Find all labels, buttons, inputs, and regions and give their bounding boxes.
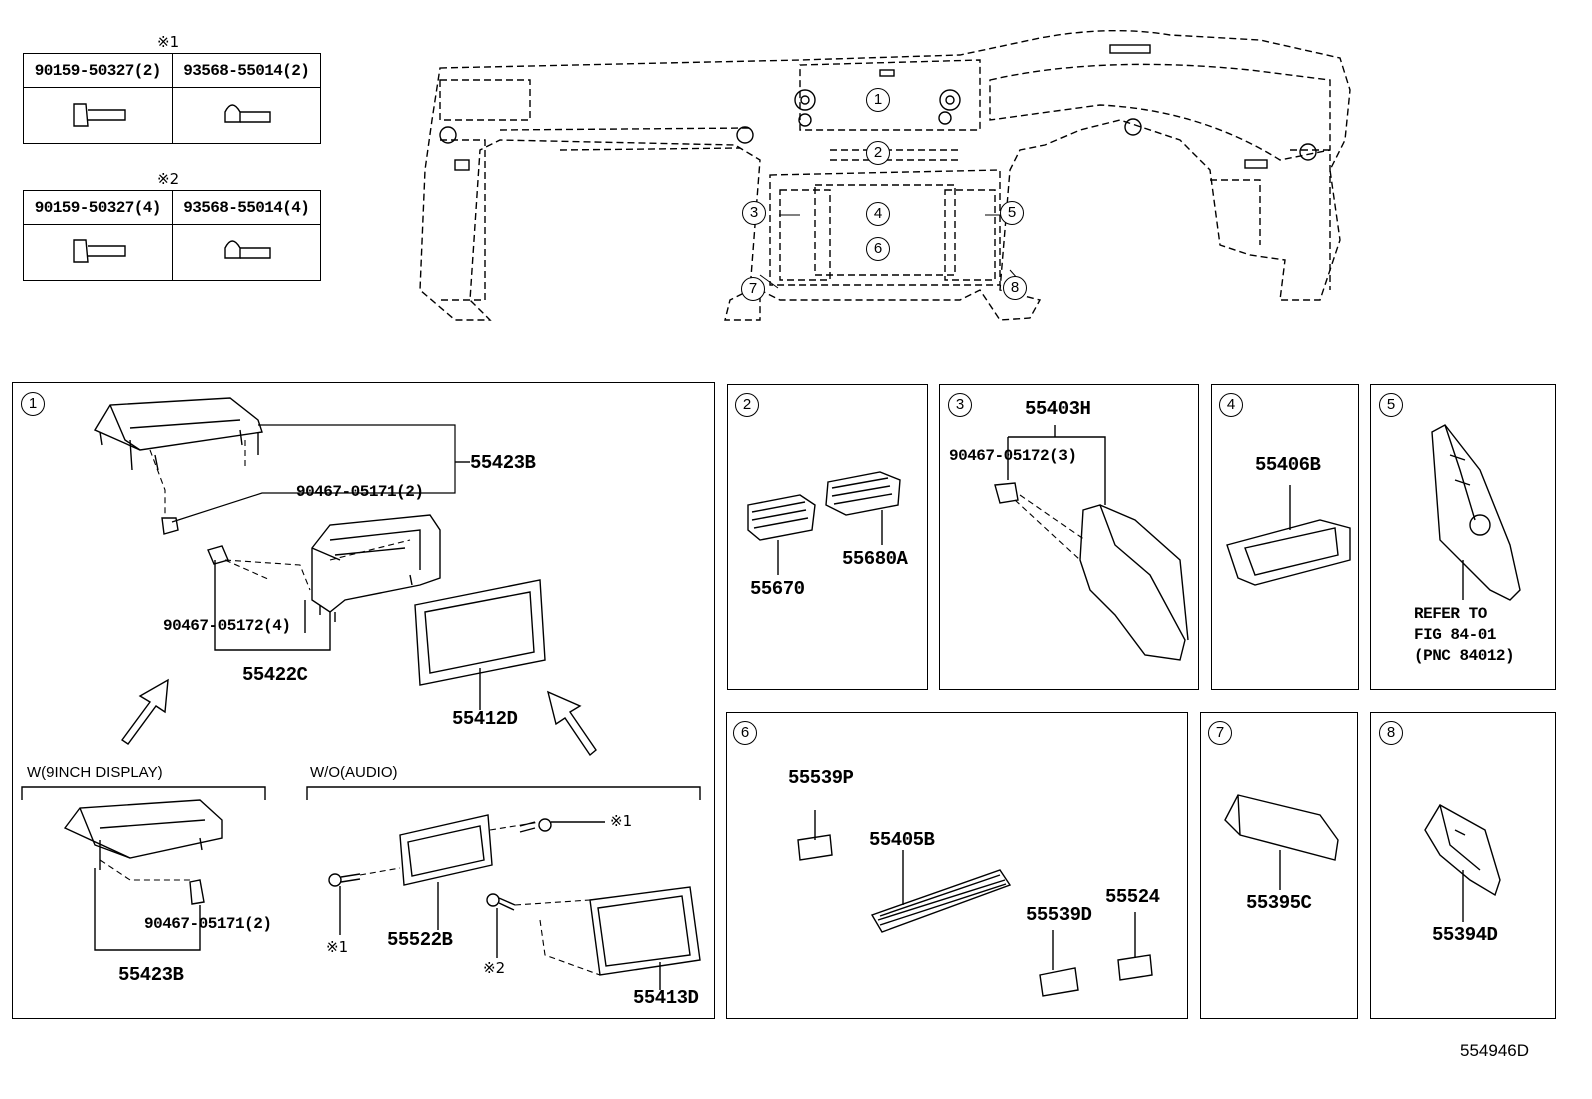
overview-callout-5[interactable]: 5 [1000,201,1024,225]
part-label-55670[interactable]: 55670 [750,578,805,600]
overview-callout-3[interactable]: 3 [742,201,766,225]
panel-3 [939,384,1199,690]
part-label-55539p[interactable]: 55539P [788,767,854,789]
bolt-icon [23,224,173,281]
part-label-55406b[interactable]: 55406B [1255,454,1321,476]
fastener-part-number: 93568-55014(2) [171,53,321,88]
part-label-55405b[interactable]: 55405B [869,829,935,851]
panel-2 [727,384,928,690]
part-label-90467-05172[interactable]: 90467-05172(4) [163,617,291,635]
screw-icon [171,224,321,281]
fastener-table-1: 90159-50327(2) 93568-55014(2) [23,53,321,144]
overview-callout-2[interactable]: 2 [866,141,890,165]
panel5-number: 5 [1379,393,1403,417]
fastener-part-number: 90159-50327(4) [23,190,173,225]
part-label-55395c[interactable]: 55395C [1246,892,1312,914]
fastener-mark: ※1 [326,938,349,956]
w9inch-display-title: W(9INCH DISPLAY) [27,764,163,781]
panel-4 [1211,384,1359,690]
part-label-55394d[interactable]: 55394D [1432,924,1498,946]
panel1-drawings [21,397,701,990]
panel2-drawings [747,471,901,575]
panel6-drawings [797,810,1153,997]
panel-6 [726,712,1188,1019]
refer-fig-text[interactable]: FIG 84-01 [1414,626,1496,644]
overview-callout-8[interactable]: 8 [1003,276,1027,300]
part-label-90467-05171-w9[interactable]: 90467-05171(2) [144,915,272,933]
part-label-55522b[interactable]: 55522B [387,929,453,951]
panel4-drawings [1226,485,1351,586]
overview-callout-4[interactable]: 4 [866,202,890,226]
overview-callout-1[interactable]: 1 [866,88,890,112]
panel1-dashed [99,440,601,976]
panel-1 [12,382,715,1019]
panel7-number: 7 [1208,721,1232,745]
refer-to-text: REFER TO [1414,605,1487,623]
illustration-id: 554946D [1460,1041,1530,1060]
overview-callout-7[interactable]: 7 [741,277,765,301]
panel3-number: 3 [948,393,972,417]
panel8-number: 8 [1379,721,1403,745]
fastener-table-2: 90159-50327(4) 93568-55014(4) [23,190,321,281]
part-label-55403h[interactable]: 55403H [1025,398,1091,420]
panel-7 [1200,712,1358,1019]
part-label-55422c[interactable]: 55422C [242,664,308,686]
panel6-number: 6 [733,721,757,745]
panel1-number: 1 [21,392,45,416]
part-label-90467-05171[interactable]: 90467-05171(2) [296,483,424,501]
fastener-part-number: 93568-55014(4) [171,190,321,225]
fastener-mark: ※2 [483,959,506,977]
dashboard-overview-drawing [419,29,1351,321]
table2-mark: ※2 [157,170,180,188]
part-label-55524[interactable]: 55524 [1105,886,1160,908]
wo-audio-title: W/O(AUDIO) [310,764,398,781]
overview-callout-6[interactable]: 6 [866,237,890,261]
table1-mark: ※1 [157,33,180,51]
panel8-drawings [1424,804,1501,922]
panel-8 [1370,712,1556,1019]
panel2-number: 2 [735,393,759,417]
bolt-icon [23,87,173,144]
dashboard-overview-details [439,44,1317,171]
refer-pnc-text: (PNC 84012) [1414,647,1515,665]
panel7-drawings [1224,794,1339,890]
part-label-55423b[interactable]: 55423B [470,452,536,474]
panel4-number: 4 [1219,393,1243,417]
overview-leaders [759,214,1027,289]
panel-5 [1370,384,1556,690]
part-label-55539d[interactable]: 55539D [1026,904,1092,926]
part-label-90467-05172-3[interactable]: 90467-05172(3) [949,447,1077,465]
part-label-55413d[interactable]: 55413D [633,987,699,1009]
part-label-55412d[interactable]: 55412D [452,708,518,730]
panel3-drawings [994,425,1189,661]
part-label-55423b-w9[interactable]: 55423B [118,964,184,986]
fastener-part-number: 90159-50327(2) [23,53,173,88]
part-label-55680a[interactable]: 55680A [842,548,908,570]
fastener-mark: ※1 [610,812,633,830]
panel5-drawings [1431,424,1521,601]
screw-icon [171,87,321,144]
